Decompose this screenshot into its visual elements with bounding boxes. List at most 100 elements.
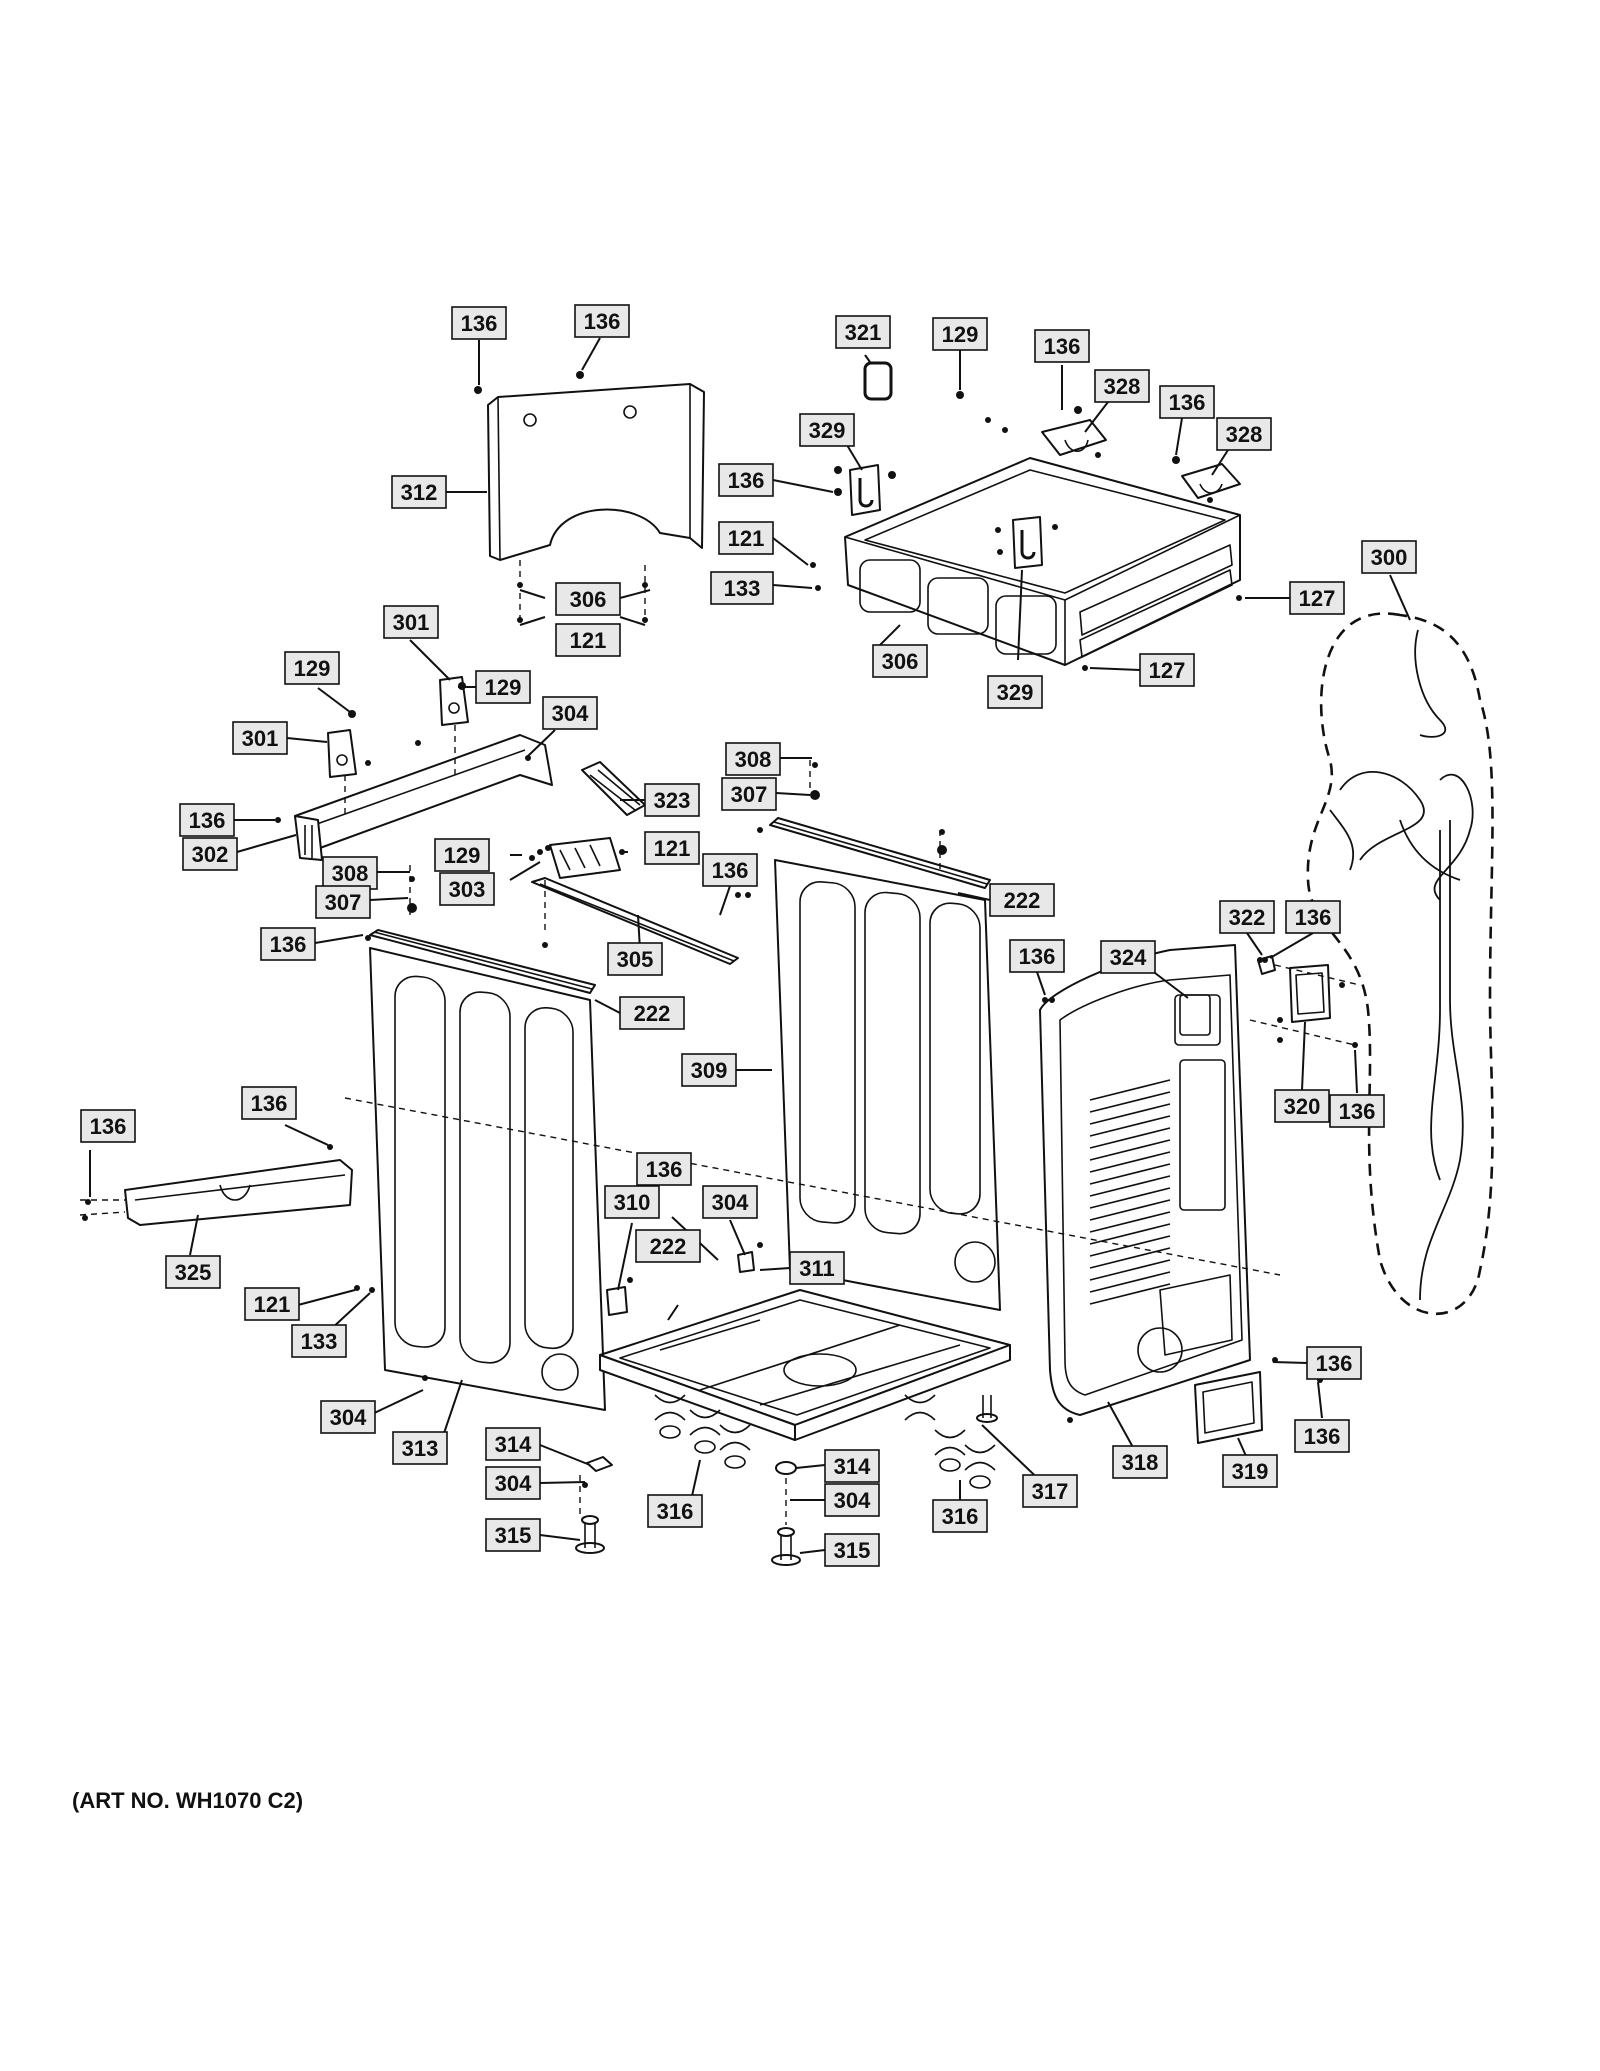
svg-text:314: 314 — [495, 1432, 532, 1457]
svg-text:328: 328 — [1226, 422, 1263, 447]
callout-136-g: 136 — [260, 927, 316, 961]
svg-text:136: 136 — [461, 311, 498, 336]
svg-text:121: 121 — [254, 1292, 291, 1317]
callout-325: 325 — [165, 1255, 221, 1289]
part-313-left-side-panel — [369, 947, 606, 1411]
callout-222-a: 222 — [989, 883, 1055, 917]
callout-136-j: 136 — [1285, 900, 1341, 934]
svg-text:313: 313 — [402, 1436, 439, 1461]
callout-317: 317 — [1022, 1474, 1078, 1508]
callout-121-b: 121 — [718, 521, 774, 555]
callout-222-c: 222 — [635, 1229, 701, 1263]
callout-312: 312 — [391, 475, 447, 509]
svg-text:136: 136 — [251, 1091, 288, 1116]
callout-309: 309 — [681, 1053, 737, 1087]
callout-136-c: 136 — [1034, 329, 1090, 363]
part-314-foot-pad-b — [775, 1461, 797, 1475]
svg-text:323: 323 — [654, 788, 691, 813]
callout-308-b: 308 — [725, 742, 781, 776]
vent-slots — [1089, 1079, 1171, 1305]
callout-136-a: 136 — [451, 306, 507, 340]
svg-text:136: 136 — [1316, 1351, 1353, 1376]
svg-text:321: 321 — [845, 320, 882, 345]
callout-136-d: 136 — [1159, 385, 1215, 419]
callout-127-a: 127 — [1289, 581, 1345, 615]
svg-text:318: 318 — [1122, 1450, 1159, 1475]
callout-304-a: 304 — [542, 696, 598, 730]
svg-text:133: 133 — [301, 1329, 338, 1354]
callout-301-b: 301 — [232, 721, 288, 755]
callout-222-b: 222 — [619, 996, 685, 1030]
callout-136-h: 136 — [702, 853, 758, 887]
svg-text:315: 315 — [495, 1523, 532, 1548]
svg-text:129: 129 — [444, 843, 481, 868]
callout-303: 303 — [439, 872, 495, 906]
svg-text:320: 320 — [1284, 1094, 1321, 1119]
svg-text:305: 305 — [617, 947, 654, 972]
svg-text:136: 136 — [90, 1114, 127, 1139]
svg-text:325: 325 — [175, 1260, 212, 1285]
callout-314-a: 314 — [485, 1427, 541, 1461]
callout-129-a: 129 — [932, 317, 988, 351]
callout-311: 311 — [789, 1251, 845, 1285]
callout-322: 322 — [1219, 900, 1275, 934]
callout-136-f: 136 — [179, 803, 235, 837]
svg-text:308: 308 — [332, 861, 369, 886]
callout-313: 313 — [392, 1431, 448, 1465]
svg-text:136: 136 — [1295, 905, 1332, 930]
svg-text:312: 312 — [401, 480, 438, 505]
callout-300: 300 — [1361, 540, 1417, 574]
svg-text:322: 322 — [1229, 905, 1266, 930]
callout-304-d: 304 — [485, 1466, 541, 1500]
part-321-gasket — [863, 361, 893, 401]
svg-text:304: 304 — [834, 1488, 871, 1513]
part-314-foot-pad-a — [586, 1456, 613, 1472]
svg-text:136: 136 — [270, 932, 307, 957]
svg-text:222: 222 — [634, 1001, 671, 1026]
callout-314-b: 314 — [824, 1449, 880, 1483]
callout-304-b: 304 — [702, 1185, 758, 1219]
part-317-base — [599, 1289, 1011, 1441]
part-319-access-cover — [1194, 1371, 1263, 1444]
part-316-clips-right — [904, 1394, 996, 1489]
alignment-lines — [79, 560, 1361, 1525]
svg-text:136: 136 — [646, 1157, 683, 1182]
part-222-strip-left — [369, 929, 596, 994]
svg-text:129: 129 — [294, 656, 331, 681]
svg-text:129: 129 — [485, 675, 522, 700]
part-325-front-rail — [124, 1159, 353, 1226]
fasteners — [82, 371, 1358, 1488]
part-323-control-housing — [581, 761, 646, 816]
svg-text:308: 308 — [735, 747, 772, 772]
svg-text:311: 311 — [799, 1256, 835, 1281]
callout-306-a: 306 — [555, 582, 621, 616]
part-312-top-cover-panel — [487, 383, 705, 561]
svg-text:306: 306 — [570, 587, 607, 612]
svg-text:316: 316 — [657, 1499, 694, 1524]
callout-121-d: 121 — [244, 1287, 300, 1321]
svg-text:133: 133 — [724, 576, 761, 601]
part-329-bracket-a — [849, 464, 881, 516]
part-311-bracket — [737, 1251, 755, 1273]
callout-121-a: 121 — [555, 623, 621, 657]
callout-315-b: 315 — [824, 1533, 880, 1567]
svg-text:303: 303 — [449, 877, 486, 902]
callout-323: 323 — [644, 783, 700, 817]
callout-136-p: 136 — [1294, 1419, 1350, 1453]
callout-329-b: 329 — [987, 675, 1043, 709]
callout-319: 319 — [1222, 1454, 1278, 1488]
svg-text:304: 304 — [552, 701, 589, 726]
callout-136-e: 136 — [718, 463, 774, 497]
callout-328-b: 328 — [1216, 417, 1272, 451]
part-301-plate-a — [327, 729, 357, 778]
callout-136-k: 136 — [1329, 1094, 1385, 1128]
callout-304-e: 304 — [824, 1483, 880, 1517]
callout-305: 305 — [607, 942, 663, 976]
callout-127-b: 127 — [1139, 653, 1195, 687]
part-leveling-leg-rear — [976, 1395, 998, 1423]
svg-text:121: 121 — [728, 526, 765, 551]
svg-text:136: 136 — [1044, 334, 1081, 359]
svg-text:222: 222 — [1004, 888, 1041, 913]
callout-307-b: 307 — [721, 777, 777, 811]
